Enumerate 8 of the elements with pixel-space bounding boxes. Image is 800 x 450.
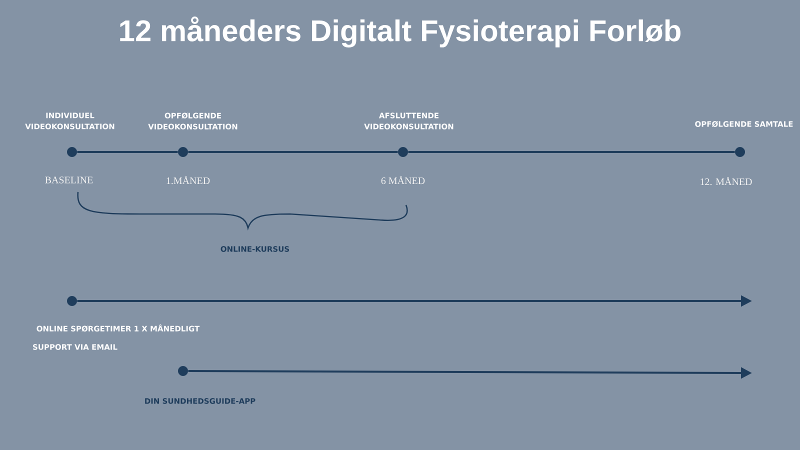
timeline-line bbox=[408, 151, 735, 153]
month-label: 1.MÅNED bbox=[166, 176, 210, 184]
title: 12 måneders Digitalt Fysioterapi Forløb bbox=[120, 16, 680, 48]
month-label: 12. MÅNED bbox=[700, 176, 752, 186]
month-label: 6 MÅNED bbox=[381, 176, 425, 184]
month-label: BASELINE bbox=[45, 176, 93, 184]
timeline-line bbox=[188, 151, 398, 153]
timeline-line bbox=[77, 151, 178, 153]
